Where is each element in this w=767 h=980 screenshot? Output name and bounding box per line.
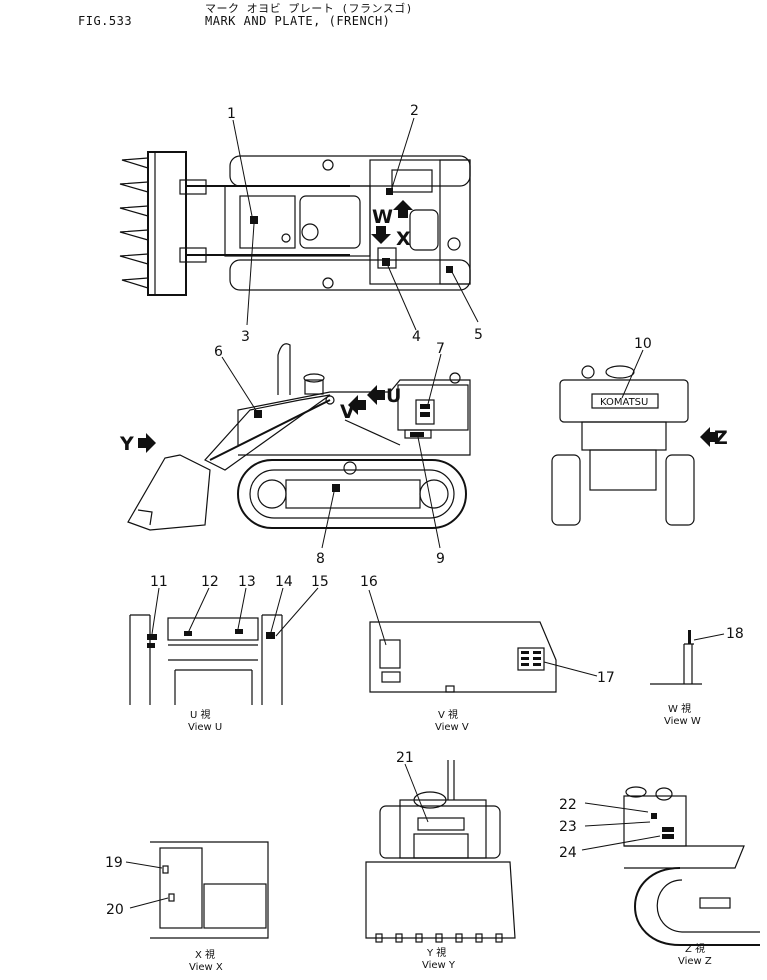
top-view: W X — [119, 151, 471, 296]
detail-view-v: V 視 View V — [369, 621, 557, 733]
figure-number: FIG.533 — [78, 14, 133, 28]
leader-lines — [125, 117, 725, 909]
detail-view-y: Y 視 View Y — [365, 760, 516, 971]
view-letter-u: U — [386, 385, 401, 407]
callout-12: 12 — [201, 574, 219, 590]
callout-3: 3 — [241, 329, 250, 345]
view-w-caption: View W — [664, 716, 701, 727]
view-letter-v: V — [340, 401, 355, 423]
callout-2: 2 — [410, 103, 419, 119]
detail-view-w: W 視 View W — [650, 630, 702, 727]
callout-numbers: 1 2 3 4 5 6 7 8 9 10 11 12 13 14 15 16 1… — [105, 103, 744, 918]
callout-5: 5 — [474, 327, 483, 343]
view-letter-y: Y — [119, 433, 134, 455]
view-letter-w: W — [372, 206, 393, 228]
callout-20: 20 — [106, 902, 124, 918]
callout-6: 6 — [214, 344, 223, 360]
callout-21: 21 — [396, 750, 414, 766]
callout-16: 16 — [360, 574, 378, 590]
side-view: V U Y — [119, 343, 471, 531]
callout-9: 9 — [436, 551, 445, 567]
view-y-jp-caption: Y 視 — [426, 946, 446, 959]
figure-title: MARK AND PLATE, (FRENCH) — [205, 14, 391, 28]
rear-view: KOMATSU Z — [551, 365, 728, 526]
view-x-caption: View X — [189, 962, 223, 973]
view-letter-z: Z — [714, 427, 728, 449]
callout-15: 15 — [311, 574, 329, 590]
detail-view-z: Z 視 View Z — [623, 786, 760, 967]
callout-7: 7 — [436, 341, 445, 357]
callout-10: 10 — [634, 336, 652, 352]
view-z-jp-caption: Z 視 — [685, 942, 705, 955]
detail-view-x: X 視 View X — [150, 841, 269, 973]
callout-11: 11 — [150, 574, 168, 590]
callout-13: 13 — [238, 574, 256, 590]
callout-14: 14 — [275, 574, 293, 590]
komatsu-plate: KOMATSU — [600, 397, 648, 408]
view-y-caption: View Y — [422, 960, 456, 971]
callout-1: 1 — [227, 106, 236, 122]
detail-view-u: U 視 View U — [129, 614, 283, 733]
callout-4: 4 — [412, 329, 421, 345]
callout-22: 22 — [559, 797, 577, 813]
view-z-caption: View Z — [678, 956, 712, 967]
view-v-jp-caption: V 視 — [438, 708, 458, 721]
callout-17: 17 — [597, 670, 615, 686]
view-letter-x: X — [396, 228, 411, 250]
callout-8: 8 — [316, 551, 325, 567]
callout-19: 19 — [105, 855, 123, 871]
view-u-jp-caption: U 視 — [190, 708, 211, 721]
view-w-jp-caption: W 視 — [668, 702, 691, 715]
view-u-caption: View U — [188, 722, 222, 733]
view-v-caption: View V — [435, 722, 469, 733]
callout-24: 24 — [559, 845, 577, 861]
callout-18: 18 — [726, 626, 744, 642]
callout-23: 23 — [559, 819, 577, 835]
figure-title-japanese: マーク オヨビ プレート (フランスゴ) — [205, 2, 413, 15]
view-x-jp-caption: X 視 — [195, 948, 215, 961]
